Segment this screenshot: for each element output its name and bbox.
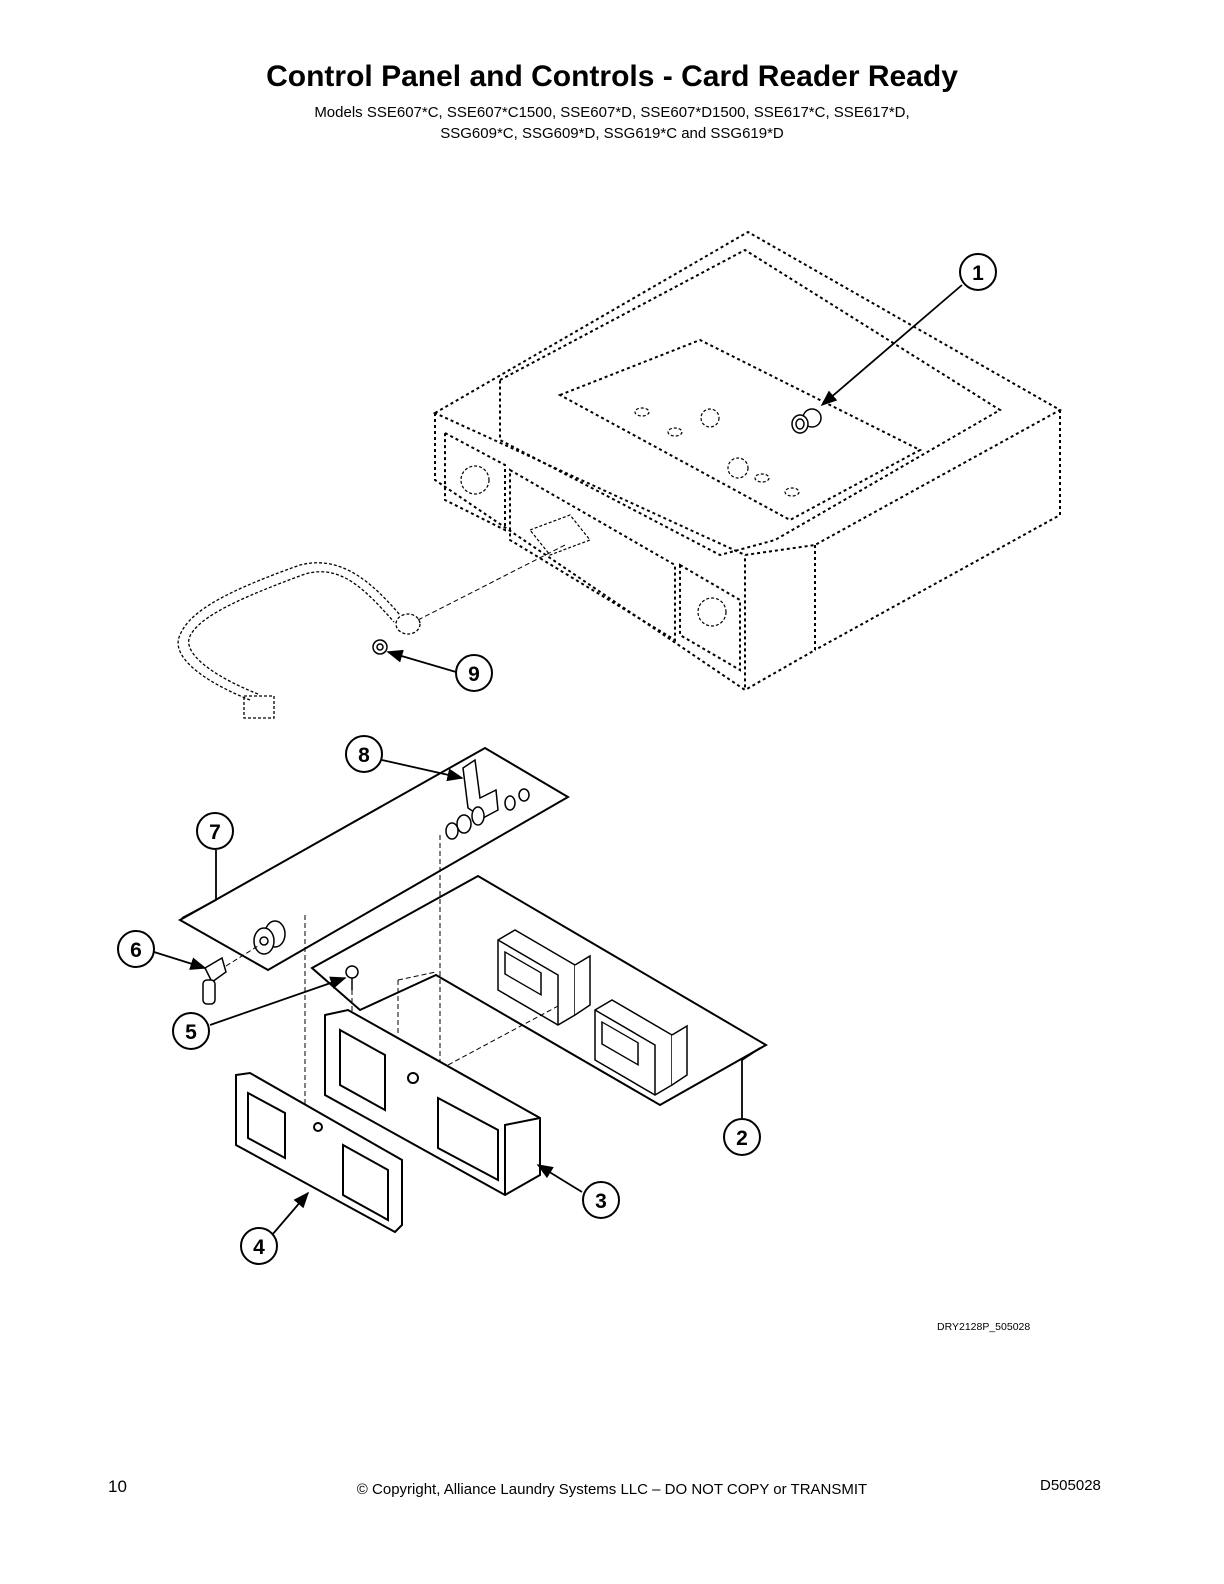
callout-2: 2 [723,1118,761,1156]
document-number: D505028 [1040,1477,1101,1494]
callout-3: 3 [582,1181,620,1219]
plug-part-1 [791,408,822,434]
callout-8-label: 8 [358,744,370,767]
callout-2-label: 2 [736,1127,748,1150]
callout-5: 5 [172,1012,210,1050]
bezel-part-3 [324,1008,541,1197]
callout-4-label: 4 [253,1236,265,1259]
console-housing [432,230,1063,692]
overlay-label-part-4 [235,1071,403,1234]
callout-8: 8 [345,735,383,773]
drawing-reference-code: DRY2128P_505028 [937,1321,1031,1333]
callout-4: 4 [240,1227,278,1265]
callout-9-label: 9 [468,663,480,686]
control-module-upper [497,929,591,1026]
copyright-notice: © Copyright, Alliance Laundry Systems LL… [356,1481,868,1498]
callout-5-label: 5 [185,1021,197,1044]
models-line-1: Models SSE607*C, SSE607*C1500, SSE607*D,… [314,104,910,121]
screw-part-5 [345,965,359,990]
page-number: 10 [108,1477,127,1496]
console-details [460,407,800,627]
callout-1: 1 [959,253,997,291]
callout-3-label: 3 [595,1190,607,1213]
callout-1-label: 1 [972,262,984,285]
key-part-6 [202,956,227,1005]
callout-6: 6 [117,930,155,968]
lock-cam-part-8 [445,758,530,840]
screw-part-9 [372,639,388,655]
callout-7-label: 7 [209,821,221,844]
page-title: Control Panel and Controls - Card Reader… [266,60,958,93]
bracket-plate-part-7 [177,746,570,972]
models-line-2: SSG609*C, SSG609*D, SSG619*C and SSG619*… [440,125,784,142]
callout-7: 7 [196,812,234,850]
controls-plate-part-2 [310,874,769,1107]
control-module-lower [594,999,688,1096]
lock-cylinder [253,920,286,955]
wire-harness [177,562,421,719]
callout-6-label: 6 [130,939,142,962]
callout-leaders [153,284,963,1236]
callout-9: 9 [455,654,493,692]
